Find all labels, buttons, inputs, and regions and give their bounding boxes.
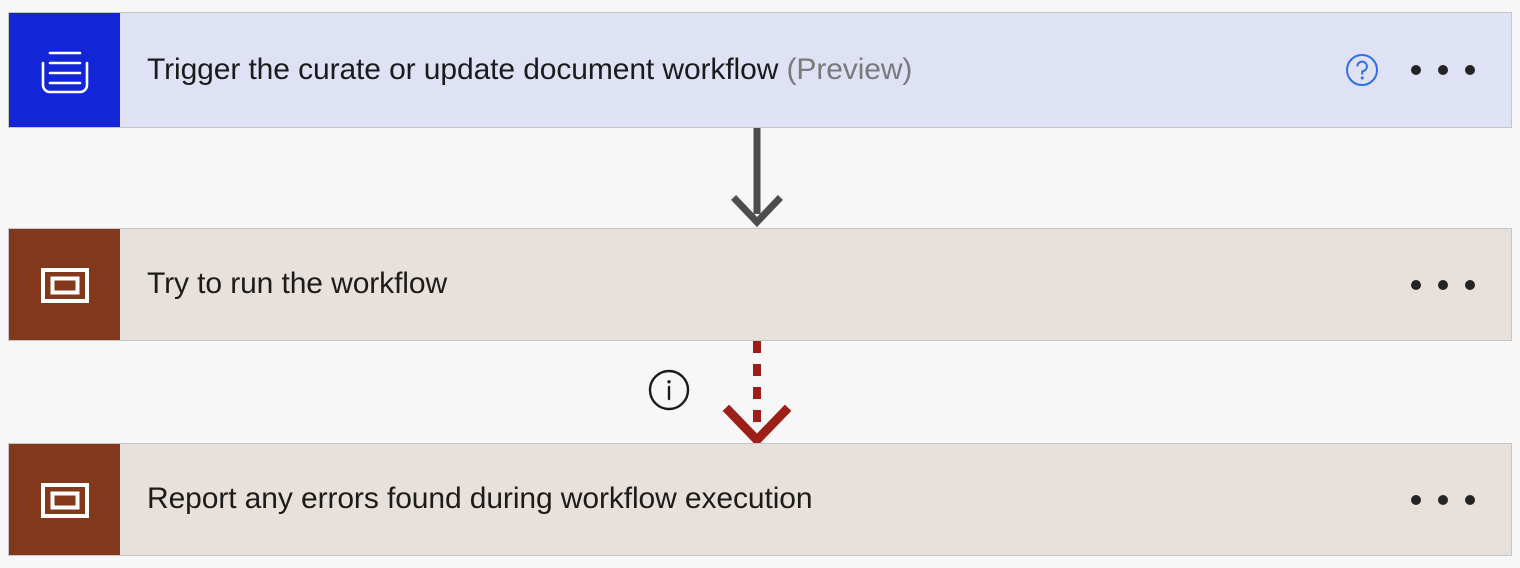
node-icon-tile-report-errors xyxy=(9,444,120,555)
node-title-trigger: Trigger the curate or update document wo… xyxy=(147,53,912,88)
nested-rectangles-icon xyxy=(40,267,89,303)
workflow-node-trigger[interactable]: Trigger the curate or update document wo… xyxy=(8,12,1512,128)
node-icon-tile-trigger xyxy=(9,13,120,127)
node-title-text-report-errors: Report any errors found during workflow … xyxy=(147,482,813,516)
node-preview-badge-trigger: (Preview) xyxy=(778,52,913,86)
connector-try-run-to-report-errors xyxy=(722,341,792,443)
node-actions-try-run xyxy=(1409,229,1511,340)
more-options-icon-try-run[interactable] xyxy=(1409,274,1477,296)
workflow-node-try-run[interactable]: Try to run the workflow xyxy=(8,228,1512,341)
kebab-dot xyxy=(1411,494,1421,505)
kebab-dot xyxy=(1438,494,1448,505)
node-body-try-run: Try to run the workflow xyxy=(120,229,1409,340)
kebab-dot xyxy=(1411,65,1421,75)
node-title-text-try-run: Try to run the workflow xyxy=(147,267,448,301)
node-title-try-run: Try to run the workflow xyxy=(147,267,447,302)
node-actions-trigger xyxy=(1345,13,1511,127)
kebab-dot xyxy=(1438,279,1448,290)
help-circle-icon[interactable] xyxy=(1345,53,1379,87)
kebab-dot xyxy=(1411,279,1421,290)
node-title-text-trigger: Trigger the curate or update document wo… xyxy=(147,52,779,86)
connector-trigger-to-try-run xyxy=(731,128,783,228)
kebab-dot xyxy=(1465,494,1475,505)
document-lines-icon xyxy=(41,51,88,94)
nested-rectangles-icon xyxy=(40,482,89,518)
node-body-trigger: Trigger the curate or update document wo… xyxy=(120,13,1345,127)
more-options-icon-trigger[interactable] xyxy=(1409,59,1477,81)
workflow-node-report-errors[interactable]: Report any errors found during workflow … xyxy=(8,443,1512,556)
node-actions-report-errors xyxy=(1409,444,1511,555)
node-icon-tile-try-run xyxy=(9,229,120,340)
kebab-dot xyxy=(1438,65,1448,75)
node-body-report-errors: Report any errors found during workflow … xyxy=(120,444,1409,555)
node-title-report-errors: Report any errors found during workflow … xyxy=(147,482,813,517)
kebab-dot xyxy=(1465,65,1475,75)
more-options-icon-report-errors[interactable] xyxy=(1409,489,1477,511)
info-circle-icon[interactable] xyxy=(648,369,690,411)
kebab-dot xyxy=(1465,279,1475,290)
